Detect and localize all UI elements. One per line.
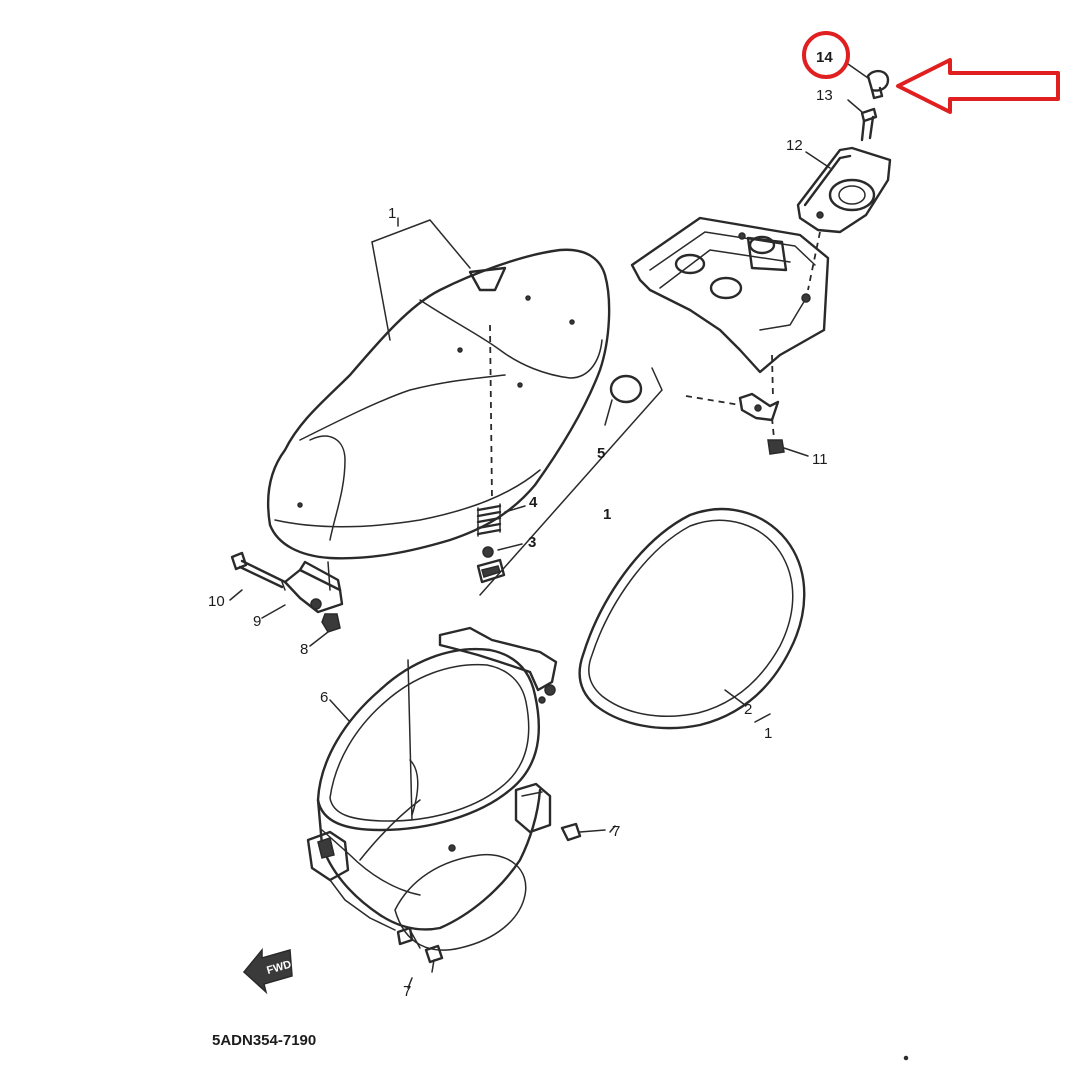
callout-9: 9 bbox=[253, 613, 261, 630]
callout-14: 14 bbox=[816, 49, 833, 66]
callout-labels: 1 1 1 2 3 4 5 6 7 7 8 9 10 11 12 13 14 bbox=[208, 49, 833, 1000]
screw bbox=[847, 99, 878, 142]
seat-cap bbox=[479, 367, 663, 596]
striker-cable bbox=[685, 392, 780, 422]
callout-10: 10 bbox=[208, 593, 225, 610]
lock-bracket bbox=[796, 146, 892, 234]
lock-assembly bbox=[630, 63, 892, 457]
spring-and-damper bbox=[476, 324, 526, 584]
callout-7-right: 7 bbox=[612, 823, 620, 840]
fwd-arrow: FWD bbox=[242, 947, 293, 995]
callout-1-seal: 1 bbox=[764, 725, 772, 742]
callout-11: 11 bbox=[812, 451, 828, 468]
seal-gasket bbox=[578, 507, 806, 730]
callout-5: 5 bbox=[597, 445, 605, 462]
callout-3: 3 bbox=[528, 534, 536, 551]
part-code: 5ADN354-7190 bbox=[212, 1032, 316, 1049]
callout-7-bottom: 7 bbox=[403, 983, 411, 1000]
part-14-cap bbox=[847, 63, 890, 100]
callout-1-assembly: 1 bbox=[603, 506, 611, 523]
nut bbox=[767, 417, 809, 457]
spring bbox=[476, 503, 502, 537]
highlight-arrow-icon bbox=[896, 58, 1060, 114]
callout-12: 12 bbox=[786, 137, 803, 154]
callout-6: 6 bbox=[320, 689, 328, 706]
callout-13: 13 bbox=[816, 87, 833, 104]
lock-base bbox=[630, 216, 830, 399]
highlight-annotation bbox=[802, 31, 1060, 114]
callout-2: 2 bbox=[744, 701, 752, 718]
seat bbox=[266, 217, 611, 560]
callout-8: 8 bbox=[300, 641, 308, 658]
hinge-assembly bbox=[229, 551, 344, 647]
storage-box bbox=[306, 626, 616, 989]
callout-1-seat: 1 bbox=[388, 205, 396, 222]
highlight-circle bbox=[802, 31, 850, 79]
callout-4: 4 bbox=[529, 494, 538, 511]
